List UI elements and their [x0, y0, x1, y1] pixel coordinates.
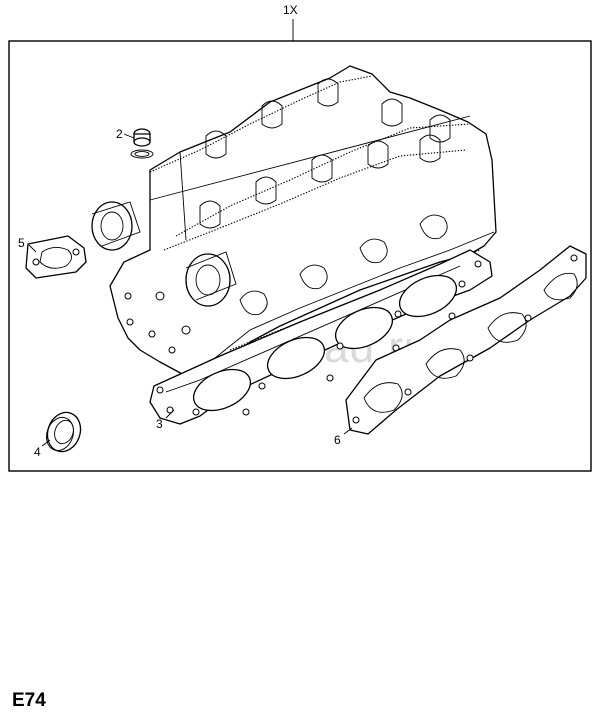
- camshaft-journal-lower: [185, 251, 237, 307]
- oil-seal: [46, 411, 82, 453]
- callout-4: 4: [34, 445, 41, 459]
- page-code: E74: [12, 690, 46, 711]
- flange-gasket: [25, 235, 87, 279]
- callout-3: 3: [156, 417, 163, 431]
- manifold-gasket: [345, 245, 587, 435]
- callout-5: 5: [18, 236, 25, 250]
- head-gasket: [149, 249, 493, 425]
- diagram-frame: [8, 40, 592, 472]
- callout-6: 6: [334, 433, 341, 447]
- callout-2: 2: [116, 127, 123, 141]
- assembly-label: 1X: [283, 3, 298, 17]
- seal-plug: [130, 128, 154, 159]
- camshaft-journal-upper: [91, 201, 141, 251]
